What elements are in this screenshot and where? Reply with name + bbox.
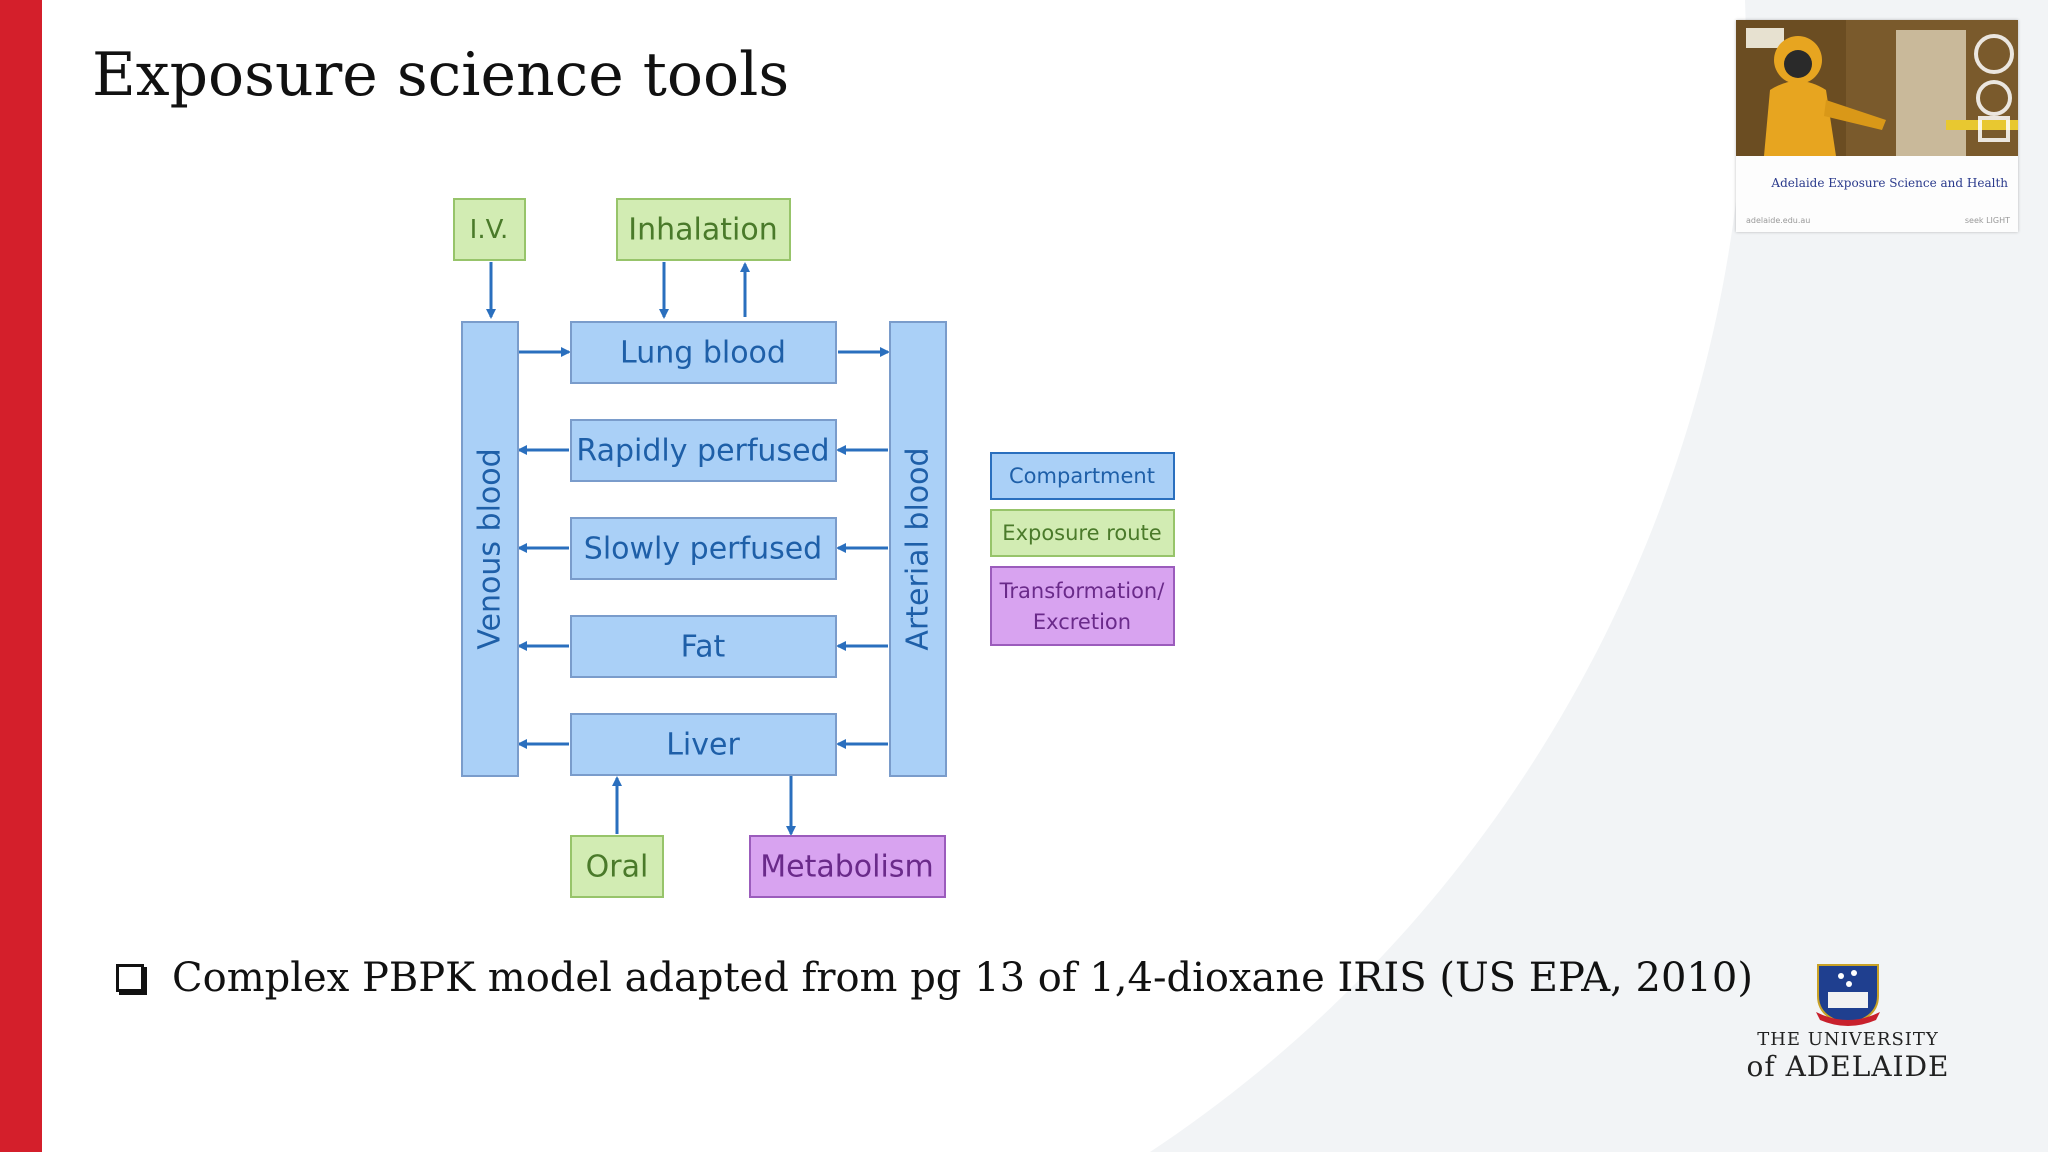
venous-blood-label: Venous blood [473, 448, 508, 649]
legend-transformation: Transformation/ Excretion [990, 566, 1175, 646]
worker-photo [1736, 20, 2018, 156]
accent-bar [0, 0, 42, 1152]
legend-exposure-route-label: Exposure route [1002, 521, 1161, 545]
thumbnail-title: Adelaide Exposure Science and Health [1771, 176, 2008, 190]
legend-compartment: Compartment [990, 452, 1175, 500]
thumbnail-tag: seek LIGHT [1964, 216, 2010, 225]
slide-title: Exposure science tools [92, 40, 790, 110]
oral-box: Oral [570, 835, 664, 898]
rapidly-perfused-label: Rapidly perfused [576, 434, 829, 469]
oral-label: Oral [586, 850, 649, 885]
logo-text-university: THE UNIVERSITY [1757, 1029, 1939, 1050]
fat-label: Fat [681, 630, 726, 665]
liver-box: Liver [570, 713, 837, 776]
lung-blood-label: Lung blood [620, 336, 786, 371]
university-crest-icon [1816, 964, 1880, 1026]
thumbnail-url: adelaide.edu.au [1746, 216, 1811, 225]
legend-transformation-line2: Excretion [1033, 610, 1131, 634]
legend-exposure-route: Exposure route [990, 509, 1175, 557]
logo-text-adelaide: of ADELAIDE [1746, 1050, 1950, 1083]
university-logo: THE UNIVERSITY of ADELAIDE [1746, 962, 1950, 1090]
metabolism-label: Metabolism [760, 850, 933, 885]
inhalation-label: Inhalation [628, 213, 777, 248]
iv-box: I.V. [453, 198, 526, 261]
inhalation-box: Inhalation [616, 198, 791, 261]
video-thumbnail[interactable]: Adelaide Exposure Science and Health ade… [1736, 20, 2018, 232]
liver-label: Liver [666, 728, 740, 763]
rapidly-perfused-box: Rapidly perfused [570, 419, 837, 482]
bullet-point: Complex PBPK model adapted from pg 13 of… [116, 955, 1753, 1001]
bullet-text: Complex PBPK model adapted from pg 13 of… [172, 955, 1753, 1001]
legend-transformation-line1: Transformation/ [999, 579, 1166, 603]
venous-blood-box: Venous blood [461, 321, 519, 777]
arterial-blood-box: Arterial blood [889, 321, 947, 777]
arterial-blood-label: Arterial blood [901, 447, 936, 650]
play-overlay-icon [1974, 34, 2014, 142]
iv-label: I.V. [470, 215, 509, 245]
checkbox-bullet-icon [116, 964, 144, 992]
metabolism-box: Metabolism [749, 835, 946, 898]
slowly-perfused-label: Slowly perfused [584, 532, 822, 567]
flow-arrows [486, 262, 890, 836]
fat-box: Fat [570, 615, 837, 678]
lung-blood-box: Lung blood [570, 321, 837, 384]
slowly-perfused-box: Slowly perfused [570, 517, 837, 580]
legend-compartment-label: Compartment [1009, 464, 1155, 488]
